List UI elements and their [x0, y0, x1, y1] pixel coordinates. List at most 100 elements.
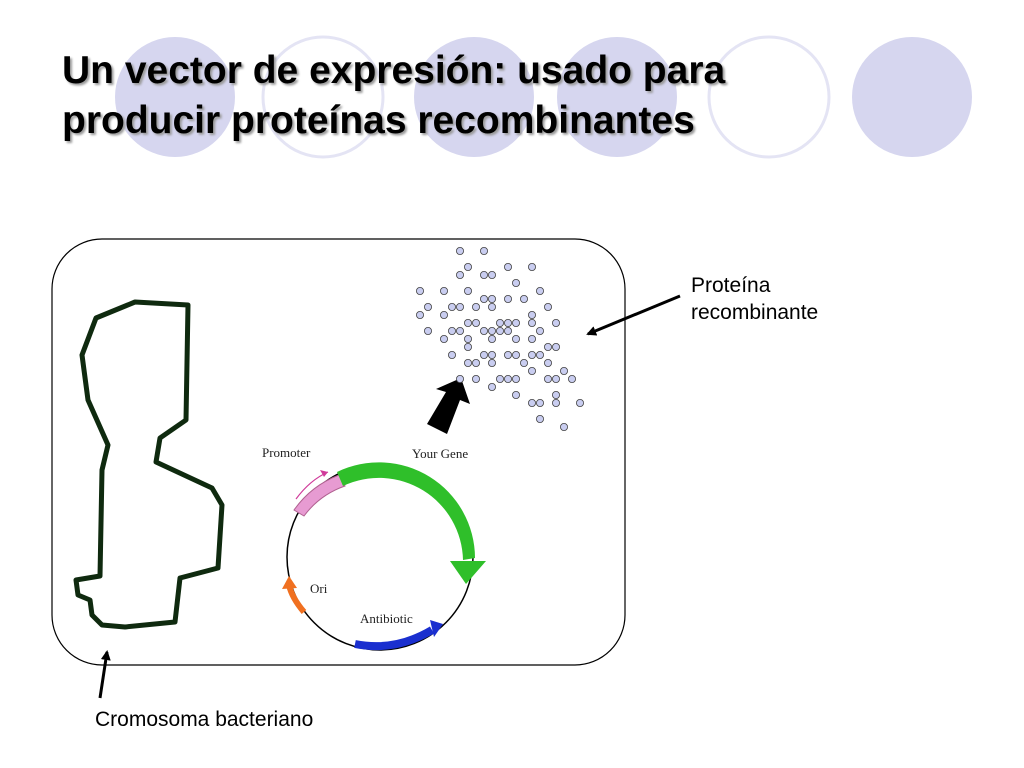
protein-dot: [487, 270, 496, 279]
deco-circle: [852, 37, 972, 157]
protein-dot: [512, 318, 521, 327]
protein-dot: [544, 342, 553, 351]
chromosome-callout: Cromosoma bacteriano: [95, 706, 313, 733]
protein-dot: [503, 374, 512, 383]
protein-dot: [463, 334, 472, 343]
protein-dot: [447, 302, 456, 311]
protein-dot: [415, 310, 424, 319]
protein-dot: [528, 350, 537, 359]
protein-dot: [536, 326, 545, 335]
protein-pointer-arrow: [586, 294, 681, 336]
protein-dot: [544, 374, 553, 383]
protein-label-line-2: recombinante: [691, 301, 819, 324]
protein-dot: [495, 326, 504, 335]
protein-dot: [463, 262, 472, 271]
protein-dot: [552, 390, 561, 399]
decorative-circles: [115, 35, 972, 159]
chromosome-pointer-arrow: [98, 650, 111, 699]
protein-dot: [423, 302, 432, 311]
protein-dot: [471, 374, 480, 383]
protein-dot: [439, 286, 448, 295]
deco-circle: [261, 35, 385, 159]
protein-dot: [520, 294, 529, 303]
antibiotic-label: Antibiotic: [360, 611, 413, 626]
protein-dot: [447, 350, 456, 359]
protein-dot: [455, 270, 464, 279]
protein-dot: [487, 382, 496, 391]
deco-circle: [557, 37, 677, 157]
gene-arrowhead-icon: [450, 561, 486, 584]
protein-dot: [439, 334, 448, 343]
bacterial-cell: [51, 238, 626, 666]
protein-dot: [463, 358, 472, 367]
protein-dot: [503, 350, 512, 359]
protein-dot: [536, 398, 545, 407]
antibiotic-segment: [354, 626, 435, 651]
protein-dot: [528, 318, 537, 327]
protein-dot: [512, 334, 521, 343]
protein-dot: [576, 398, 585, 407]
protein-dot: [560, 366, 569, 375]
chromosome-label: Cromosoma bacteriano: [95, 708, 314, 731]
protein-dot: [487, 358, 496, 367]
protein-dot: [495, 318, 504, 327]
protein-dot: [471, 318, 480, 327]
protein-dot: [536, 414, 545, 423]
protein-dot: [503, 294, 512, 303]
promoter-label: Promoter: [262, 445, 311, 460]
protein-dot: [479, 350, 488, 359]
protein-dot: [423, 326, 432, 335]
protein-dot: [512, 278, 521, 287]
protein-dot: [560, 422, 569, 431]
protein-dot: [479, 270, 488, 279]
deco-circle: [115, 37, 235, 157]
protein-dot: [495, 374, 504, 383]
protein-label-line-1: Proteína: [691, 274, 771, 297]
protein-dot: [447, 326, 456, 335]
protein-dot: [536, 286, 545, 295]
title-line-1: Un vector de expresión: usado para: [62, 49, 726, 92]
protein-dot: [463, 318, 472, 327]
protein-dot: [415, 286, 424, 295]
protein-dot: [536, 350, 545, 359]
gene-segment: [337, 462, 475, 560]
protein-dot: [528, 398, 537, 407]
protein-dot: [479, 294, 488, 303]
protein-dot: [479, 246, 488, 255]
protein-dot: [479, 326, 488, 335]
bacterial-chromosome: [73, 299, 225, 630]
recombinant-protein-cloud: [415, 246, 585, 431]
antibiotic-arrowhead-icon: [430, 620, 443, 637]
protein-dot: [471, 302, 480, 311]
protein-dot: [455, 374, 464, 383]
title-line-2: producir proteínas recombinantes: [62, 99, 695, 142]
deco-circle: [414, 37, 534, 157]
protein-dot: [552, 342, 561, 351]
protein-dot: [528, 262, 537, 271]
protein-dot: [463, 286, 472, 295]
protein-dot: [512, 350, 521, 359]
protein-callout: Proteína recombinante: [691, 272, 818, 326]
protein-dot: [552, 398, 561, 407]
protein-dot: [487, 350, 496, 359]
protein-dot: [528, 334, 537, 343]
protein-dot: [455, 302, 464, 311]
ori-arrowhead-icon: [282, 576, 297, 589]
deco-circle: [707, 35, 831, 159]
ori-label: Ori: [310, 581, 328, 596]
protein-dot: [568, 374, 577, 383]
protein-dot: [471, 358, 480, 367]
protein-dot: [455, 326, 464, 335]
protein-dot: [455, 246, 464, 255]
protein-dot: [487, 326, 496, 335]
protein-dot: [528, 310, 537, 319]
protein-dot: [544, 302, 553, 311]
protein-dot: [512, 374, 521, 383]
protein-dot: [487, 302, 496, 311]
protein-dot: [487, 334, 496, 343]
protein-dot: [528, 366, 537, 375]
expression-arrow-icon: [427, 378, 470, 434]
slide-title: Un vector de expresión: usado para produ…: [62, 46, 962, 146]
protein-dot: [552, 374, 561, 383]
